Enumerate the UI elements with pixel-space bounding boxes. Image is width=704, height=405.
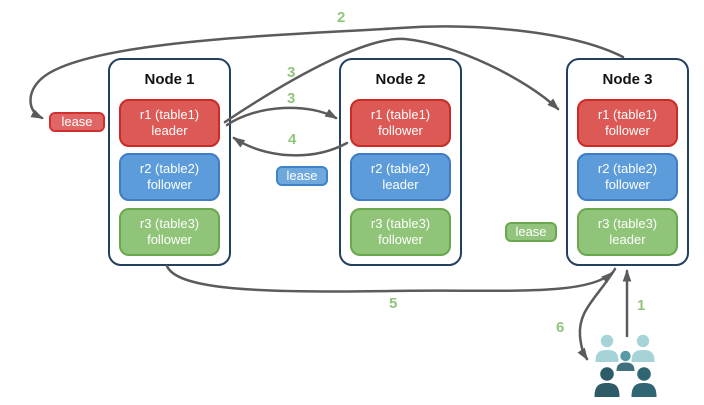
replica-name: r3 (table3) bbox=[139, 216, 200, 231]
node-1-title: Node 1 bbox=[144, 71, 195, 88]
lease-badge-green: lease bbox=[505, 222, 557, 242]
node3-r1-follower: r1 (table1) follower bbox=[577, 99, 678, 147]
replica-role: leader bbox=[151, 123, 188, 138]
step-label-3a: 3 bbox=[287, 64, 296, 81]
step-label-3b: 3 bbox=[287, 90, 296, 107]
step-label-2: 2 bbox=[337, 9, 346, 26]
node2-r3-follower: r3 (table3) follower bbox=[350, 208, 451, 256]
replica-role: follower bbox=[605, 177, 650, 192]
arrow-3-node1-to-node2 bbox=[225, 106, 338, 127]
step-label-6: 6 bbox=[556, 319, 565, 336]
node2-r2-leader: r2 (table2) leader bbox=[350, 153, 451, 201]
replica-name: r3 (table3) bbox=[370, 216, 431, 231]
node3-r3-leader: r3 (table3) leader bbox=[577, 208, 678, 256]
node-2-title: Node 2 bbox=[375, 71, 426, 88]
node-3-box: Node 3 r1 (table1) follower r2 (table2) … bbox=[566, 58, 689, 266]
replica-role: leader bbox=[382, 177, 419, 192]
user-middle bbox=[616, 350, 635, 371]
replica-name: r2 (table2) bbox=[597, 161, 658, 176]
replica-role: follower bbox=[605, 123, 650, 138]
node2-r1-follower: r1 (table1) follower bbox=[350, 99, 451, 147]
replica-name: r1 (table1) bbox=[597, 107, 658, 122]
replica-name: r1 (table1) bbox=[139, 107, 200, 122]
arrow-5-node1-to-node3 bbox=[165, 264, 614, 293]
replica-role: leader bbox=[609, 232, 646, 247]
replica-name: r3 (table3) bbox=[597, 216, 658, 231]
user-front-right bbox=[631, 367, 657, 397]
replica-role: follower bbox=[147, 177, 192, 192]
step-label-4: 4 bbox=[288, 131, 297, 148]
step-label-5: 5 bbox=[389, 295, 398, 312]
node3-r2-follower: r2 (table2) follower bbox=[577, 153, 678, 201]
user-front-left bbox=[594, 367, 620, 397]
replica-name: r1 (table1) bbox=[370, 107, 431, 122]
step-label-1: 1 bbox=[637, 297, 646, 314]
replica-name: r2 (table2) bbox=[139, 161, 200, 176]
node-3-title: Node 3 bbox=[602, 71, 653, 88]
user-back-left bbox=[595, 334, 619, 362]
replica-name: r2 (table2) bbox=[370, 161, 431, 176]
user-back-right bbox=[631, 334, 655, 362]
node1-r2-follower: r2 (table2) follower bbox=[119, 153, 220, 201]
node1-r1-leader: r1 (table1) leader bbox=[119, 99, 220, 147]
replica-role: follower bbox=[378, 123, 423, 138]
lease-badge-red: lease bbox=[49, 112, 105, 132]
users-group-icon bbox=[594, 334, 657, 397]
replica-role: follower bbox=[147, 232, 192, 247]
node-2-box: Node 2 r1 (table1) follower r2 (table2) … bbox=[339, 58, 462, 266]
node1-r3-follower: r3 (table3) follower bbox=[119, 208, 220, 256]
node-1-box: Node 1 r1 (table1) leader r2 (table2) fo… bbox=[108, 58, 231, 266]
replica-role: follower bbox=[378, 232, 423, 247]
lease-badge-blue: lease bbox=[276, 166, 328, 186]
